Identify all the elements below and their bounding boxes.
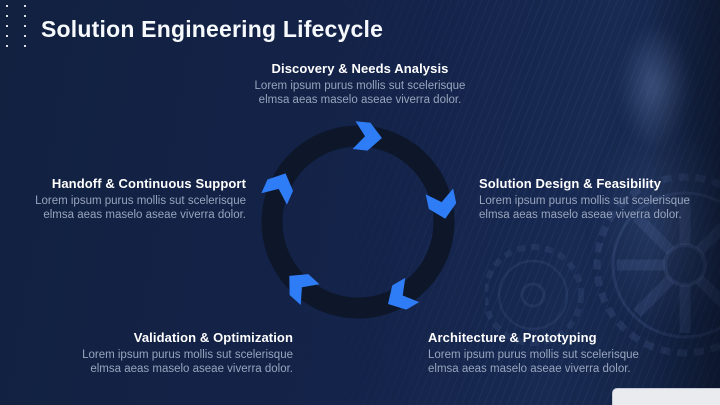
slide-title: Solution Engineering Lifecycle (41, 16, 384, 42)
cycle-arrow-top (352, 121, 382, 151)
cycle-ring (261, 125, 455, 319)
stage-description-line: Lorem ipsum purus mollis sut scelerisque (82, 349, 293, 361)
stage-description-line: Lorem ipsum purus mollis sut scelerisque (35, 195, 246, 207)
corner-card (612, 388, 720, 405)
stage-description-line: Lorem ipsum purus mollis sut scelerisque (479, 195, 690, 207)
stage-description-line: elmsa aeas maselo aseae viverra dolor. (90, 362, 293, 375)
stage-title: Discovery & Needs Analysis (271, 61, 449, 76)
dot-grid-decoration (6, 5, 30, 55)
gear-icon (485, 244, 584, 346)
stage-title: Validation & Optimization (133, 330, 293, 345)
stage-title: Handoff & Continuous Support (51, 176, 246, 191)
stage-description-line: Lorem ipsum purus mollis sut scelerisque (254, 80, 466, 92)
stage-description-line: elmsa aeas maselo aseae viverra dolor. (428, 362, 631, 375)
stage-description-line: elmsa aeas maselo aseae viverra dolor. (479, 208, 682, 221)
stage-architecture: Architecture & Prototyping Lorem ipsum p… (428, 330, 668, 377)
stage-validation: Validation & Optimization Lorem ipsum pu… (43, 330, 293, 377)
stage-discovery: Discovery & Needs Analysis Lorem ipsum p… (240, 61, 480, 108)
stage-description-line: elmsa aeas maselo aseae viverra dolor. (258, 93, 462, 106)
cycle-arrow-bottom-left (289, 274, 320, 306)
cycle-arrow-left (261, 173, 294, 205)
stage-title: Architecture & Prototyping (428, 330, 597, 345)
stage-handoff: Handoff & Continuous Support Lorem ipsum… (16, 176, 246, 223)
cycle-arrow-bottom-right (388, 277, 420, 310)
stage-description-line: elmsa aeas maselo aseae viverra dolor. (43, 208, 246, 221)
stage-description-line: Lorem ipsum purus mollis sut scelerisque (428, 349, 639, 361)
stage-solution-design: Solution Design & Feasibility Lorem ipsu… (479, 176, 709, 223)
cycle-arrow-right (425, 188, 457, 219)
stage-title: Solution Design & Feasibility (479, 176, 662, 191)
lifecycle-cycle-diagram (261, 121, 457, 319)
